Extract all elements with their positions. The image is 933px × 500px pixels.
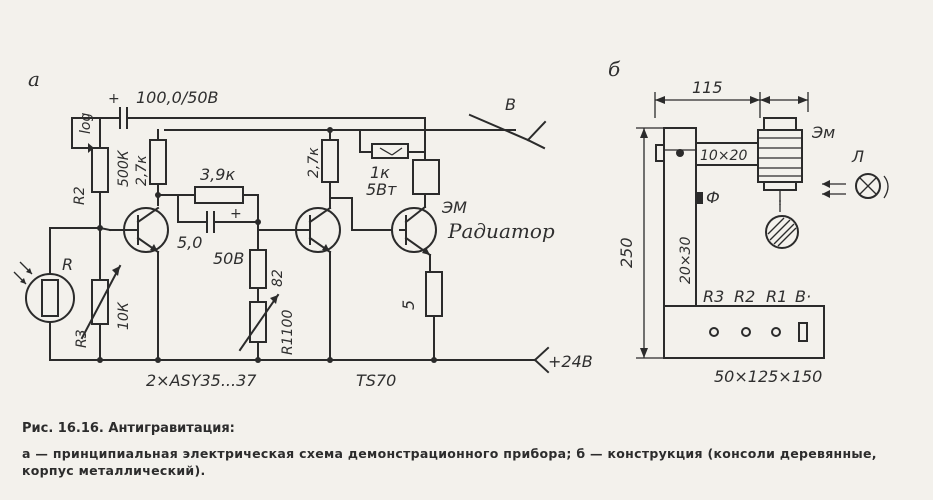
transistor-t2 [257,179,341,361]
dimension-250 [636,127,666,359]
dim-box: 50×125×150 [714,367,822,386]
transistor-t1 [109,206,169,361]
box-r1: R1 [766,287,787,306]
r-label: R [62,255,73,274]
ts70-label: TS70 [356,371,396,390]
cap-main-label: 100,0/50В [136,88,219,107]
em-label: ЭМ [441,198,467,217]
transistors-label: 2×ASY35...37 [146,371,257,390]
r3-label: R3 [74,329,90,348]
light-arrows [822,180,846,198]
caption-title: Рис. 16.16. Антигравитация: [22,421,235,436]
capacitor-5-0 [177,194,259,233]
dim-10x20: 10×20 [700,148,747,164]
electromagnet [757,117,803,212]
resistor-3-9k [157,186,259,241]
resistor-r1 [238,293,280,361]
r3-value: 10К [116,301,132,330]
box-r3: R3 [703,287,724,306]
panel-b-label: б [608,57,621,81]
dim-115: 115 [692,78,723,97]
r27b-label: 2,7к [306,147,322,178]
r1k-power: 5Вт [366,180,397,199]
dim-250: 250 [617,237,636,268]
c5-plus: + [230,206,242,222]
r1k-label: 1к [370,163,390,182]
em-coil [412,149,440,208]
floating-ball [765,215,799,249]
resistor-r2 [71,117,109,229]
r39-label: 3,9к [200,165,235,184]
resistor-1k [359,129,426,159]
bottom-rail [49,346,550,374]
switch-b [164,113,547,150]
radiator-label: Радиатор [447,219,555,243]
base-box [663,305,825,359]
box-r2: R2 [734,287,755,306]
supply-label: +24В [548,352,593,371]
c5-voltage: 50В [213,249,244,268]
r2-value: 500К [116,149,132,187]
resistor-5 [425,271,443,361]
log-label: log [78,113,94,134]
em-b-label: Эм [811,123,835,142]
lamp [855,173,889,199]
cap-main-plus: + [108,91,120,107]
r5-label: 5 [399,300,418,310]
dim-20x30: 20×30 [678,237,694,284]
f-label: Ф [706,188,720,207]
r27a-label: 2,7к [134,155,150,186]
transistor-t3 [391,205,437,273]
panel-a-label: а [28,67,40,91]
r82-label: 82 [270,269,286,287]
lamp-label: Л [851,147,864,166]
figure-caption: Рис. 16.16. Антигравитация: а — принципи… [22,420,912,479]
box-b: В· [795,287,811,306]
resistor-82 [249,239,267,303]
c5-label: 5,0 [177,233,202,252]
photoresistor-r [13,227,101,361]
top-rail [71,107,426,151]
r1-label: R1100 [280,310,296,355]
dimension-115 [654,92,809,118]
resistor-r3 [80,227,122,361]
resistor-2-7k-b [321,129,339,183]
r2-label: R2 [72,186,88,205]
caption-text: а — принципиальная электрическая схема д… [22,446,877,478]
switch-label: В [505,95,516,114]
